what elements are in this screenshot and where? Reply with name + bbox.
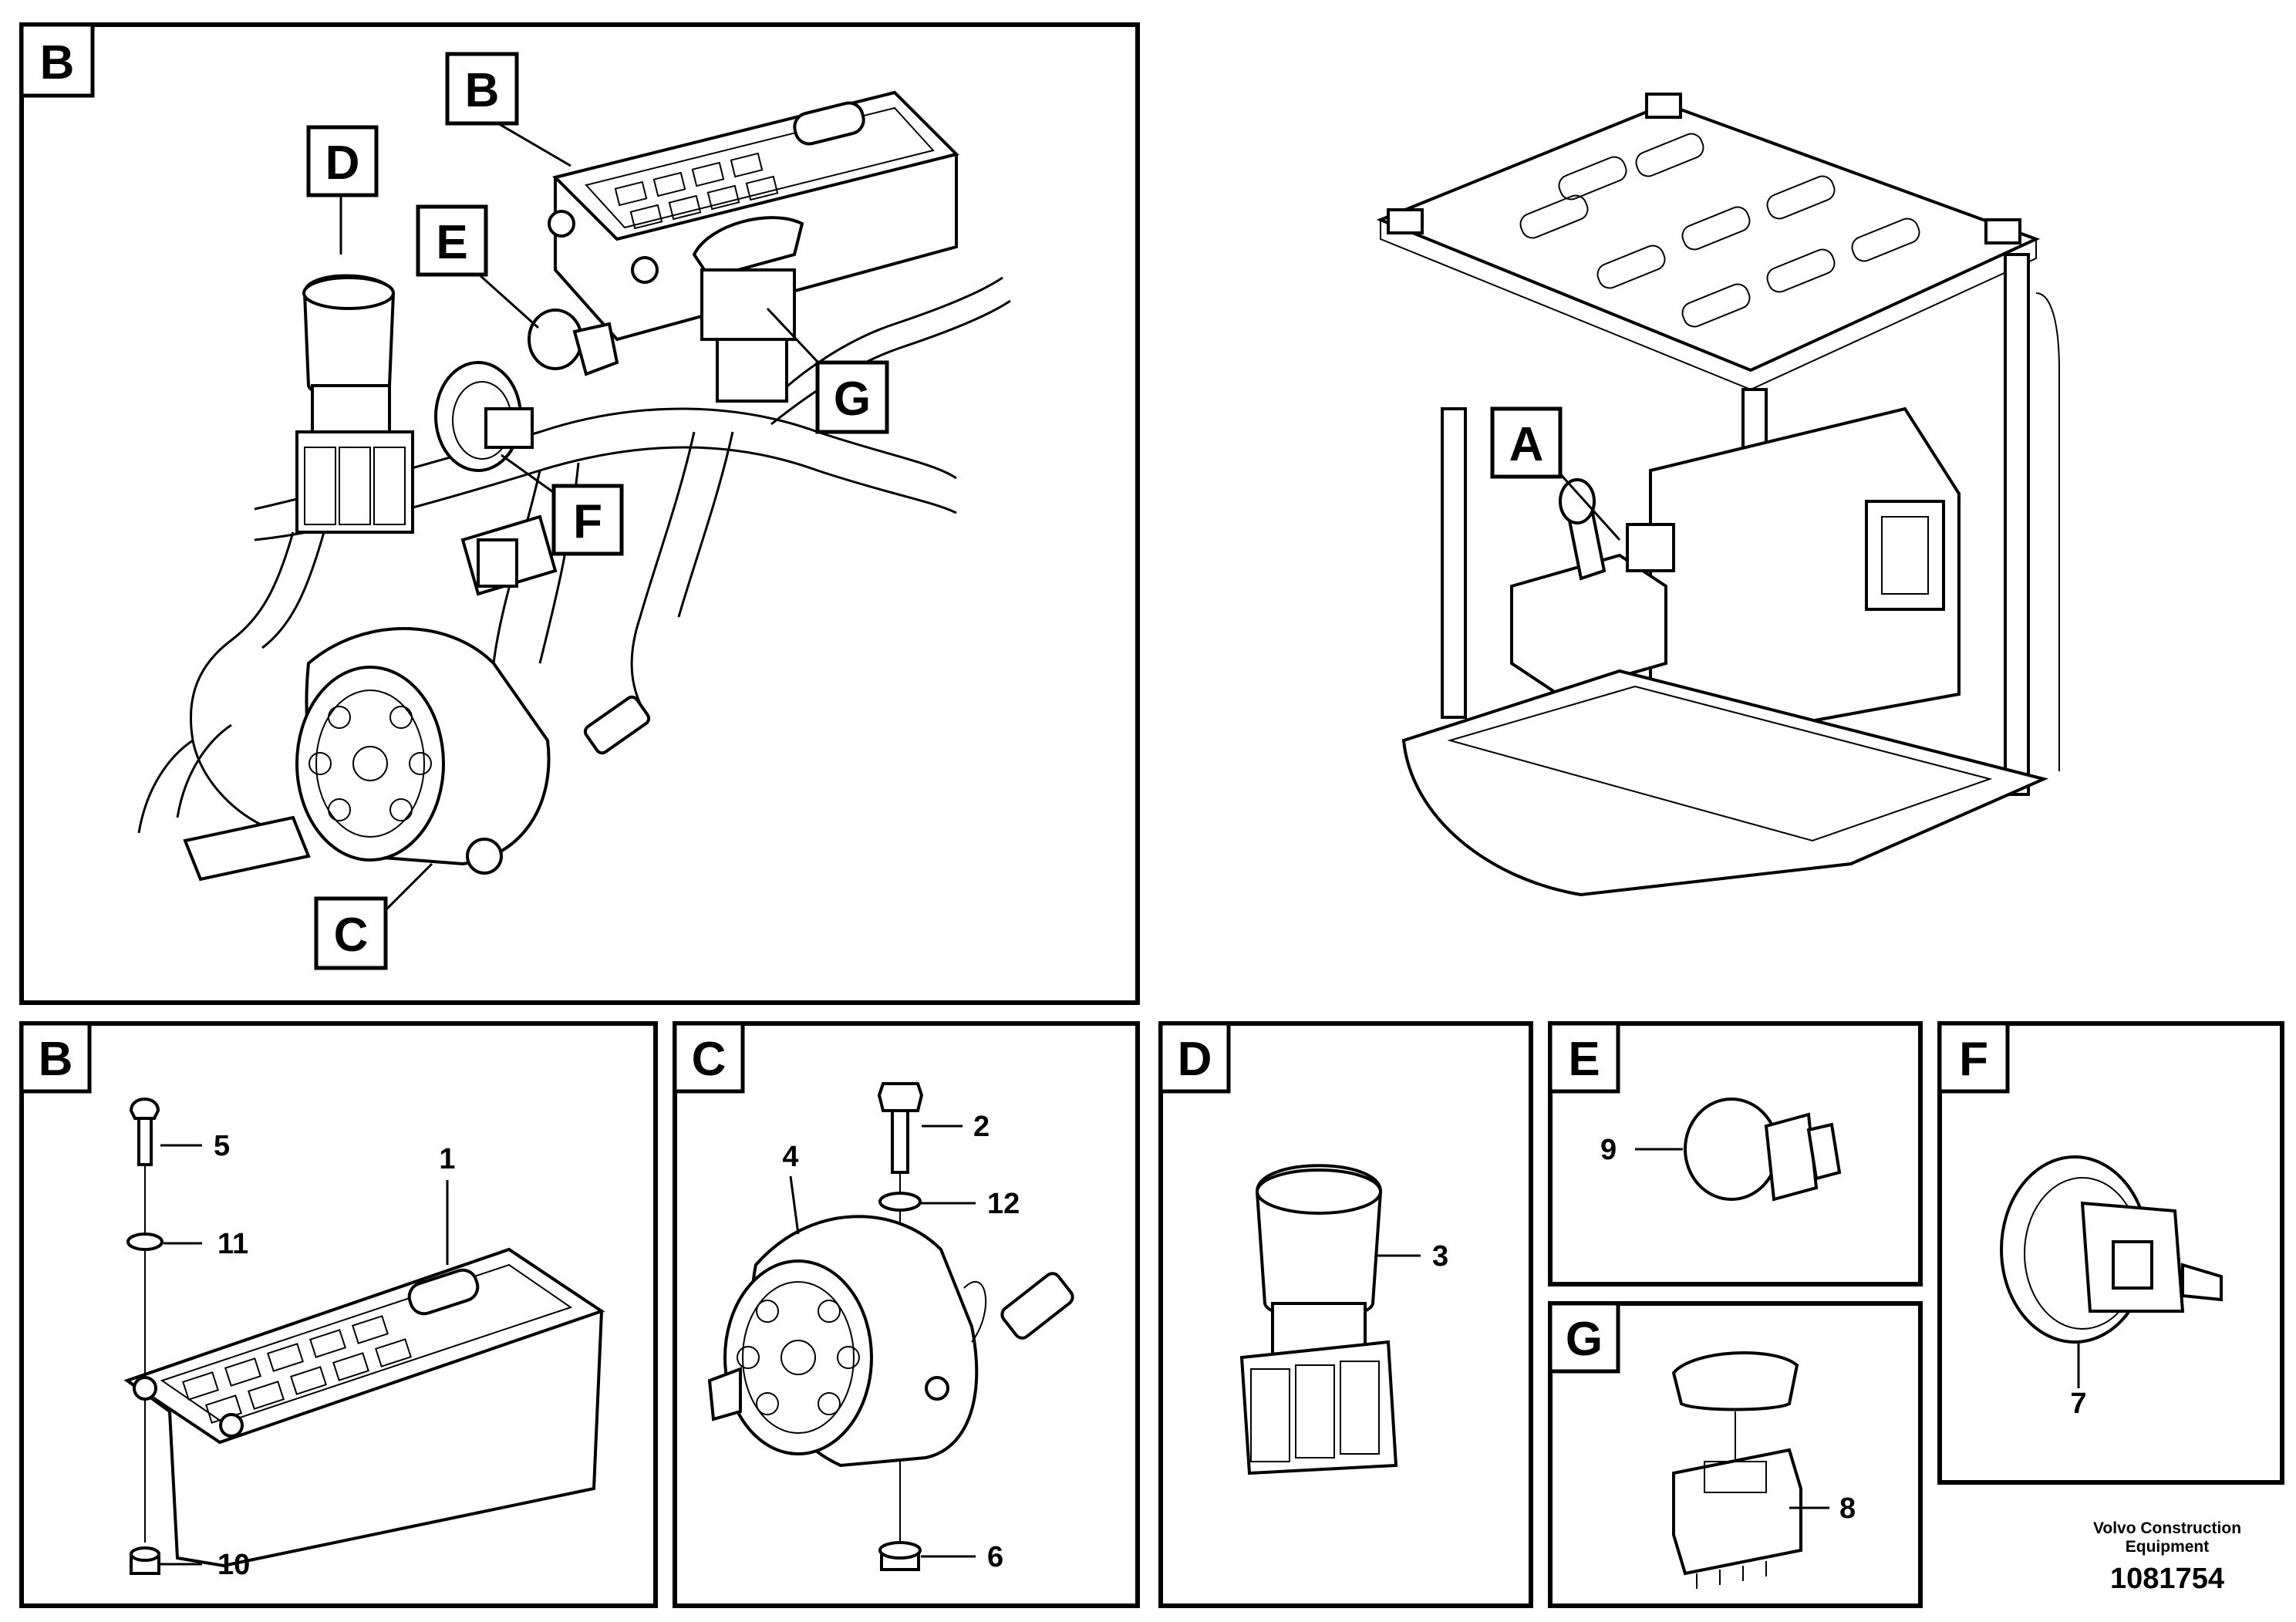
part-12: 12 bbox=[987, 1188, 1020, 1220]
roof-bracket bbox=[1645, 93, 1682, 119]
part-11: 11 bbox=[217, 1228, 248, 1260]
footer: Volvo Construction Equipment 1081754 bbox=[2052, 1519, 2283, 1597]
panel-c-label-box bbox=[673, 1021, 745, 1094]
panel-c: C 2 4 12 6 bbox=[673, 1021, 1140, 1608]
panel-a-label-box bbox=[19, 22, 95, 98]
leader-4 bbox=[789, 1175, 800, 1235]
panel-c-label: C bbox=[692, 1033, 727, 1086]
overview-a-box bbox=[1490, 406, 1563, 479]
panel-f-label: F bbox=[1959, 1033, 1988, 1086]
part-4: 4 bbox=[782, 1141, 798, 1173]
rocker-switch-g-illustration bbox=[692, 216, 804, 403]
part-2: 2 bbox=[973, 1111, 990, 1143]
callout-g-box bbox=[815, 360, 889, 434]
connector-f-illustration bbox=[434, 361, 534, 472]
rocker-switch-8 bbox=[1672, 1448, 1802, 1576]
cab-overview-illustration bbox=[1376, 93, 2060, 897]
panel-d-label: D bbox=[1178, 1033, 1212, 1086]
part-7: 7 bbox=[2070, 1388, 2086, 1420]
rocker-cap bbox=[1671, 1351, 1799, 1411]
panel-e-label: E bbox=[1568, 1033, 1600, 1086]
part-1: 1 bbox=[439, 1143, 455, 1175]
panel-g-label: G bbox=[1566, 1313, 1603, 1366]
callout-e: E bbox=[436, 216, 467, 269]
brand-line-1: Volvo Construction bbox=[2092, 1519, 2242, 1537]
wiring-harness bbox=[137, 276, 1011, 834]
washer-11 bbox=[126, 1233, 164, 1251]
panel-e: E 9 bbox=[1548, 1021, 1923, 1286]
part-10: 10 bbox=[217, 1549, 250, 1581]
alarm-buzzer-c-illustration bbox=[183, 627, 651, 882]
panel-c-frame bbox=[673, 1021, 1140, 1608]
panel-g: G 8 bbox=[1548, 1301, 1923, 1608]
panel-b-label-box bbox=[19, 1021, 92, 1094]
relay-block-illustration bbox=[460, 514, 558, 596]
part-9: 9 bbox=[1600, 1134, 1617, 1166]
panel-g-label-box bbox=[1548, 1301, 1620, 1374]
roof-bracket bbox=[1984, 218, 2021, 244]
panel-a-frame bbox=[19, 22, 1140, 1005]
panel-f: F 7 bbox=[1937, 1021, 2284, 1485]
panel-a-detail: B bbox=[19, 22, 1140, 1005]
panel-b-label: B bbox=[39, 1033, 73, 1086]
pilot-lamp-9 bbox=[1684, 1098, 1779, 1201]
leader-f bbox=[501, 454, 556, 495]
bolt-2-head bbox=[877, 1082, 924, 1112]
callout-g: G bbox=[834, 373, 871, 426]
part-8: 8 bbox=[1839, 1492, 1856, 1525]
leader-e bbox=[477, 272, 540, 329]
callout-c: C bbox=[334, 909, 369, 962]
part-5: 5 bbox=[214, 1130, 230, 1162]
roof-bracket bbox=[1387, 208, 1424, 234]
panel-e-label-box bbox=[1548, 1021, 1620, 1094]
controller-unit bbox=[1865, 500, 1945, 611]
panel-g-frame bbox=[1548, 1301, 1923, 1608]
panel-b: B 5 1 11 10 bbox=[19, 1021, 658, 1608]
callout-b: B bbox=[465, 64, 500, 117]
bolt-5-head bbox=[129, 1098, 160, 1120]
panel-f-frame bbox=[1937, 1021, 2284, 1485]
panel-d-label-box bbox=[1158, 1021, 1231, 1094]
document-number: 1081754 bbox=[2110, 1563, 2224, 1595]
part-6: 6 bbox=[987, 1541, 1003, 1573]
washer-12 bbox=[878, 1192, 922, 1212]
brand-line-2: Equipment bbox=[2125, 1538, 2210, 1556]
panel-a-label: B bbox=[40, 36, 75, 89]
panel-e-frame bbox=[1548, 1021, 1923, 1286]
callout-d: D bbox=[325, 137, 360, 190]
callout-e-box bbox=[416, 204, 488, 277]
callout-b-box bbox=[445, 52, 519, 126]
bolt-2-shank bbox=[891, 1109, 909, 1174]
callout-f: F bbox=[573, 495, 602, 548]
bolt-5-shank bbox=[137, 1117, 153, 1166]
panel-d: D 3 bbox=[1158, 1021, 1533, 1608]
callout-c-box bbox=[314, 896, 388, 970]
panel-d-frame bbox=[1158, 1021, 1533, 1608]
callout-d-box bbox=[306, 125, 379, 197]
control-box-b-illustration bbox=[548, 90, 959, 342]
panel-f-label-box bbox=[1937, 1021, 2010, 1094]
emergency-stop-d-illustration bbox=[295, 274, 414, 534]
callout-f-box bbox=[551, 484, 624, 556]
panel-b-frame bbox=[19, 1021, 658, 1608]
overview-a-label: A bbox=[1509, 418, 1544, 471]
pilot-lamp-e-illustration bbox=[528, 309, 619, 376]
part-3: 3 bbox=[1432, 1240, 1448, 1273]
